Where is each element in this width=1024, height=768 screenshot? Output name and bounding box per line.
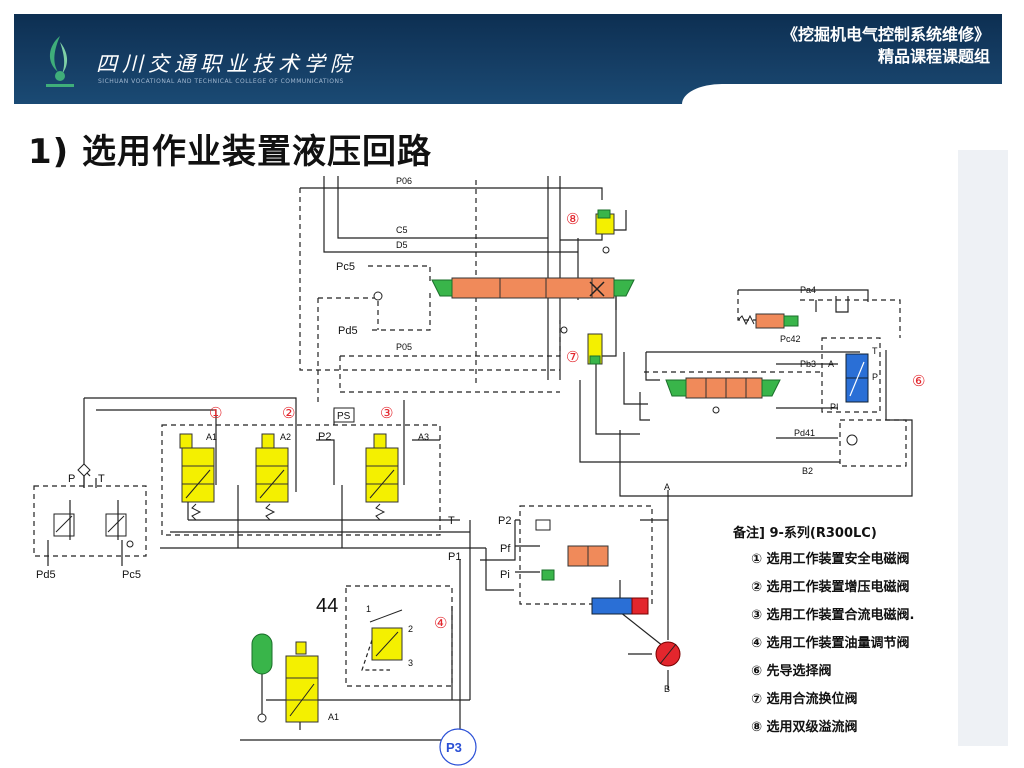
label-pc5-top: Pc5 (336, 261, 355, 273)
slide-title: 1) 选用作业装置液压回路 (28, 132, 433, 172)
course-title: 《挖掘机电气控制系统维修》 精品课程课题组 (782, 24, 990, 68)
legend-item: ① 选用工作装置安全电磁阀 (751, 552, 910, 567)
valve-7 (587, 333, 603, 365)
legend-item: ⑥ 先导选择阀 (751, 664, 832, 679)
marker-2: ② (282, 404, 295, 422)
header-curve (682, 84, 1002, 104)
marker-7: ⑦ (566, 348, 579, 366)
label-b-bottom: B (664, 684, 670, 694)
label-p1: P1 (448, 551, 461, 563)
label-t-main: T (448, 515, 455, 527)
solenoid-valve-3 (365, 433, 399, 521)
pa4-valve (737, 313, 799, 329)
label-valve6-t: T (872, 346, 878, 356)
label-pf: Pf (500, 543, 511, 555)
label-p2: P2 (318, 431, 331, 443)
school-name: 四川交通职业技术学院 (96, 52, 356, 76)
label-pi-right: Pi (500, 569, 510, 581)
regeneration-valve (535, 519, 681, 667)
legend-item: ③ 选用工作装置合流电磁阀. (751, 608, 915, 623)
middle-spool-valve (665, 377, 781, 414)
label-p06: P06 (396, 176, 412, 186)
valve-8 (595, 209, 615, 254)
label-c5: C5 (396, 225, 408, 235)
legend-item: ⑦ 选用合流换位阀 (751, 692, 858, 707)
label-pt-t: T (98, 473, 105, 485)
label-pc5: Pc5 (122, 569, 141, 581)
label-valve6-a: A (828, 359, 834, 369)
label-port-2: 2 (408, 624, 413, 634)
label-44: 44 (316, 595, 338, 617)
course-title-line1: 《挖掘机电气控制系统维修》 (781, 25, 990, 44)
legend-title: 备注] 9-系列(R300LC) (733, 526, 877, 541)
solenoid-valve-2 (255, 433, 289, 521)
marker-3: ③ (380, 404, 393, 422)
label-pa4: Pa4 (800, 285, 816, 295)
label-p2-right: P2 (498, 515, 511, 527)
label-valve6-pi: PI (830, 402, 839, 412)
label-pd5-top: Pd5 (338, 325, 358, 337)
label-port-1: 1 (366, 604, 371, 614)
pilot-pressure-valves (53, 463, 134, 548)
label-a1-bottom: A1 (328, 712, 339, 722)
school-logo-icon (46, 36, 74, 87)
label-pt-p: P (68, 473, 75, 485)
p3-port-circle (439, 728, 477, 766)
label-pd5: Pd5 (36, 569, 56, 581)
label-a3: A3 (418, 432, 429, 442)
course-title-line2: 精品课程课题组 (877, 47, 990, 66)
valve-4-flow-regulator (369, 609, 403, 661)
accumulator-solenoid-unit (251, 633, 319, 723)
legend-notes: 备注] 9-系列(R300LC) ① 选用工作装置安全电磁阀 ② 选用工作装置增… (733, 522, 914, 745)
side-bar (958, 150, 1008, 746)
marker-1: ① (209, 404, 222, 422)
label-p3: P3 (446, 740, 462, 755)
label-a2: A2 (280, 432, 291, 442)
slide-header: 四川交通职业技术学院 SICHUAN VOCATIONAL AND TECHNI… (14, 14, 1002, 104)
legend-item: ⑧ 选用双级溢流阀 (751, 720, 858, 735)
label-b2: B2 (802, 466, 813, 476)
label-pb3: Pb3 (800, 359, 816, 369)
label-port-3: 3 (408, 658, 413, 668)
marker-6: ⑥ (912, 372, 925, 390)
school-name-en: SICHUAN VOCATIONAL AND TECHNICAL COLLEGE… (98, 78, 344, 85)
legend-item: ② 选用工作装置增压电磁阀 (751, 580, 910, 595)
label-a-top: A (664, 482, 670, 492)
label-valve6-p: P (872, 372, 878, 382)
marker-4: ④ (434, 614, 447, 632)
valve-6-pilot-selector (845, 353, 869, 403)
label-p05: P05 (396, 342, 412, 352)
top-spool-valve (373, 277, 635, 334)
label-pc42: Pc42 (780, 334, 801, 344)
legend-item: ④ 选用工作装置油量调节阀 (751, 636, 910, 651)
label-ps: PS (337, 411, 351, 422)
solenoid-valve-1 (179, 433, 215, 521)
label-d5: D5 (396, 240, 408, 250)
label-a1: A1 (206, 432, 217, 442)
label-pd41: Pd41 (794, 428, 815, 438)
pd41-shuttle (846, 434, 858, 446)
marker-8: ⑧ (566, 210, 579, 228)
